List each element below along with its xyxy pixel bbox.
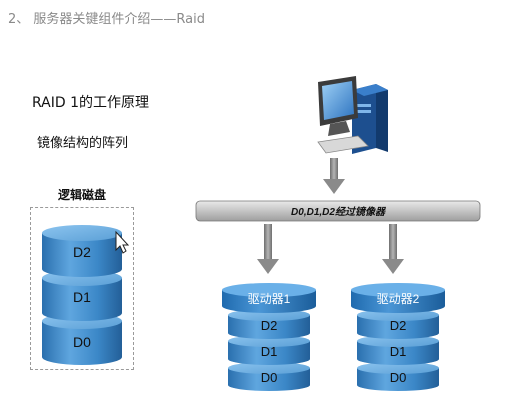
drive-layer-label: D0	[261, 370, 278, 385]
arrow-to-drive-2	[382, 224, 404, 274]
drive-layer-label: D0	[390, 370, 407, 385]
mirror-bar-label: D0,D1,D2经过镜像器	[291, 206, 387, 218]
slide-heading: 2、 服务器关键组件介绍——Raid	[8, 12, 205, 27]
arrow-computer-to-mirror	[323, 158, 345, 194]
drive-name: 驱动器2	[377, 292, 420, 306]
logical-layer-label: D2	[73, 244, 91, 260]
logical-layer-d2: D2	[42, 225, 122, 277]
drive-2: D0 D1 D2 驱动器2	[351, 283, 445, 391]
computer-icon	[317, 76, 388, 154]
logical-layer-d1: D1	[42, 270, 122, 321]
drive-layer-label: D2	[261, 318, 278, 333]
drive-layer-label: D1	[261, 344, 278, 359]
drive-layer-label: D1	[390, 344, 407, 359]
arrow-to-drive-1	[257, 224, 279, 274]
logical-disk-label: 逻辑磁盘	[57, 188, 106, 202]
logical-disk-stack: D0 D1 D2	[42, 225, 122, 365]
slide-subtitle: 镜像结构的阵列	[37, 136, 129, 151]
mirror-bar: D0,D1,D2经过镜像器	[195, 200, 481, 222]
logical-disk-frame	[30, 207, 134, 370]
slide-title: RAID 1的工作原理	[32, 95, 150, 111]
drive-1: D0 D1 D2 驱动器1	[222, 283, 316, 391]
cursor-icon	[115, 230, 130, 254]
logical-layer-label: D0	[73, 334, 91, 350]
drive-layer-label: D2	[390, 318, 407, 333]
logical-layer-label: D1	[73, 289, 91, 305]
drive-name: 驱动器1	[248, 292, 291, 306]
